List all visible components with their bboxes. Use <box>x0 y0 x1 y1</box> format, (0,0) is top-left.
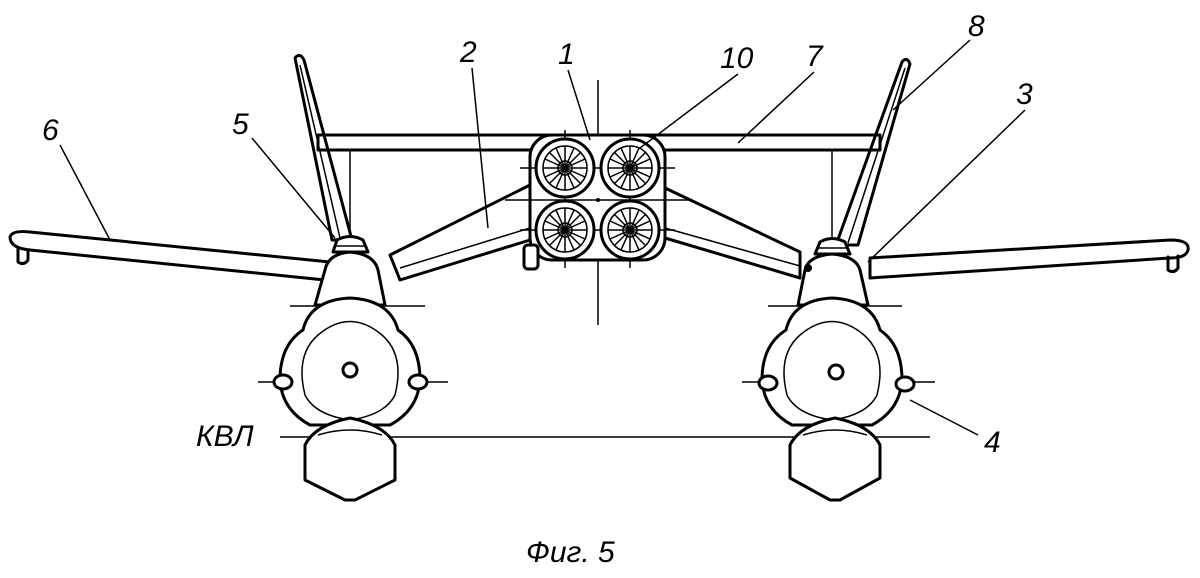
right-vertical-fin <box>834 57 912 247</box>
label-4: 4 <box>984 426 1001 459</box>
fan-top-right <box>599 137 661 199</box>
left-hull <box>272 235 429 502</box>
label-7: 7 <box>806 40 824 73</box>
leader-lines <box>59 39 1026 436</box>
label-6: 6 <box>42 114 59 147</box>
fan-top-left <box>534 137 596 199</box>
right-hull <box>757 237 916 502</box>
label-5: 5 <box>232 108 249 141</box>
center-gear <box>522 243 540 271</box>
label-2: 2 <box>459 36 477 69</box>
central-fan-block <box>505 130 690 268</box>
fan-bottom-right <box>599 199 661 261</box>
figure-caption: Фиг. 5 <box>526 536 615 569</box>
fan-bottom-left <box>534 199 596 261</box>
label-3: 3 <box>1016 78 1033 111</box>
label-1: 1 <box>558 38 575 71</box>
right-center-wing <box>663 186 802 280</box>
label-10: 10 <box>720 42 754 75</box>
label-8: 8 <box>968 10 985 43</box>
left-outer-wing <box>8 230 332 282</box>
label-waterline: КВЛ <box>196 420 254 453</box>
right-outer-wing <box>868 238 1190 280</box>
left-vertical-fin <box>293 53 354 242</box>
